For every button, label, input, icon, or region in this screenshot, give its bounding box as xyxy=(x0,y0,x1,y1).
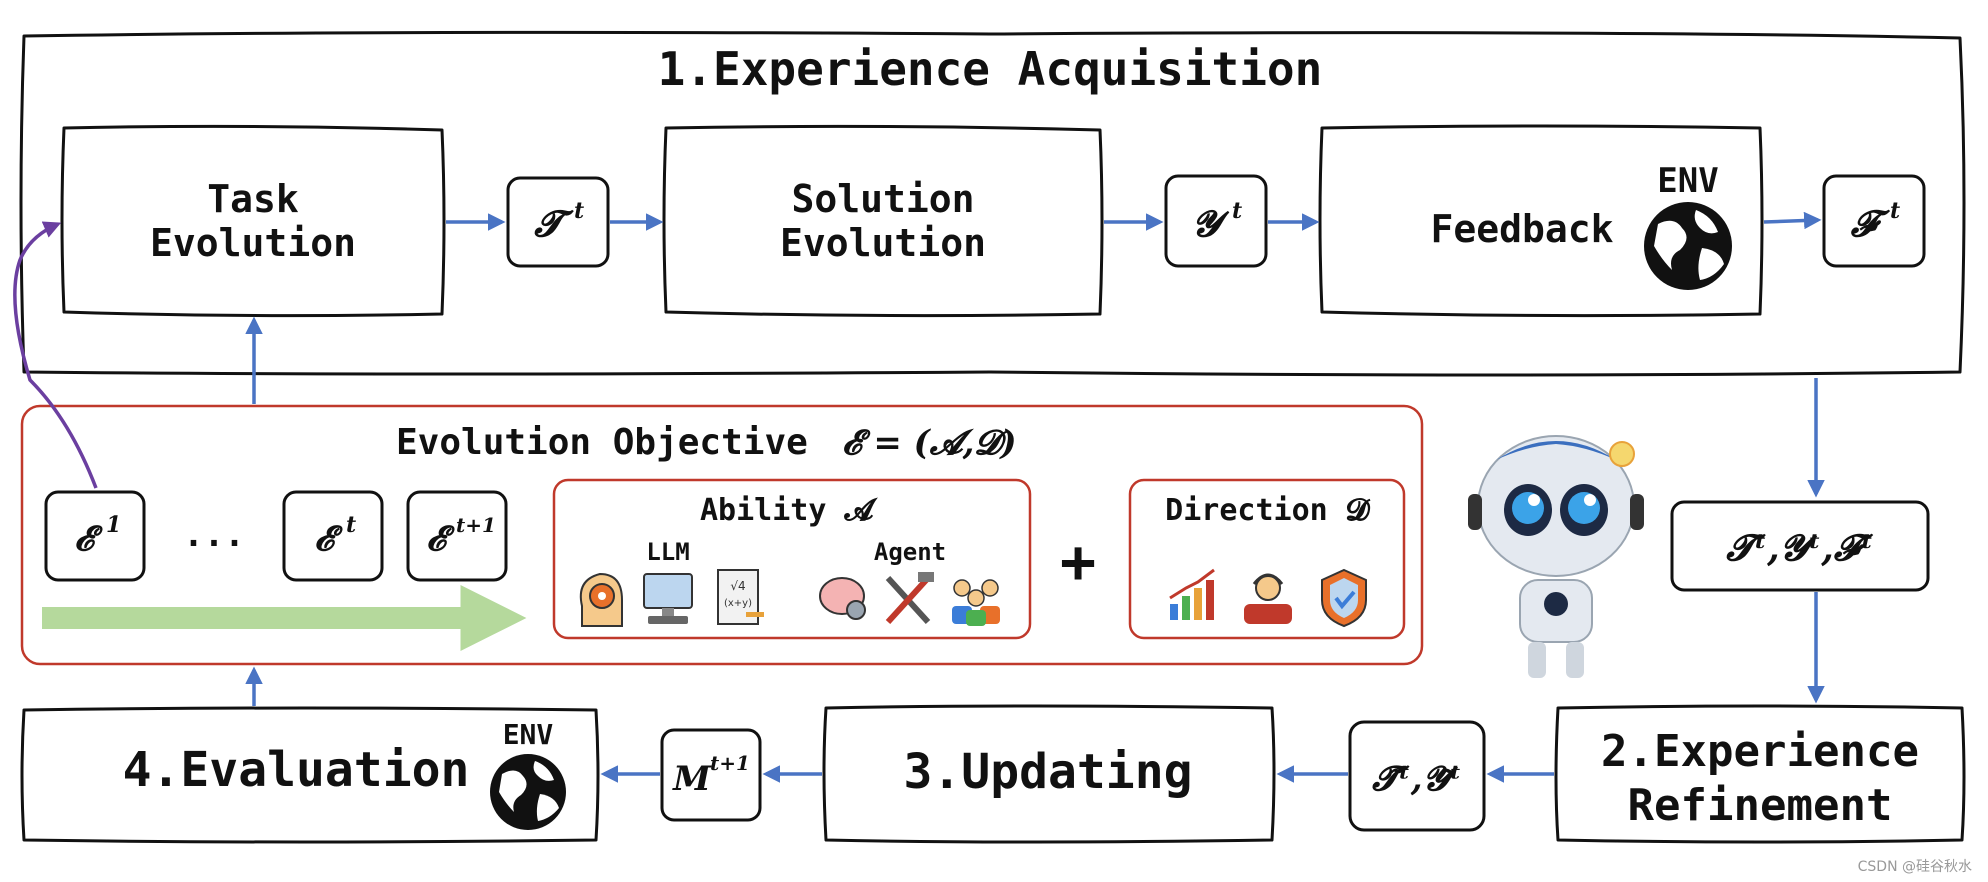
experience-refinement-box: 2.Experience Refinement xyxy=(1554,704,1966,844)
task-evolution-line2: Evolution xyxy=(150,221,356,265)
model-sup: t+1 xyxy=(710,751,750,775)
gear-head-icon xyxy=(579,572,623,627)
et-sup: t xyxy=(346,512,356,538)
svg-text:(x+y): (x+y) xyxy=(724,598,752,609)
evaluation-box: 4.Evaluation ENV xyxy=(20,706,600,844)
globe-icon xyxy=(1644,202,1732,290)
shield-check-icon xyxy=(1321,568,1367,628)
objective-formula: 𝓔 = (𝓐,𝓓) xyxy=(842,423,1017,463)
evaluation-title: 4.Evaluation xyxy=(123,742,470,798)
arrow-feedback-to-f xyxy=(1763,211,1822,230)
e1-sup: 1 xyxy=(106,512,121,538)
refinement-line2: Refinement xyxy=(1628,780,1893,831)
objective-title: Evolution Objective xyxy=(396,422,808,463)
et1-sup: t+1 xyxy=(456,513,496,537)
support-agent-icon xyxy=(1244,573,1292,624)
tools-icon xyxy=(885,572,934,625)
feedback-set-node: 𝓕 t xyxy=(1822,174,1926,268)
solution-evolution-line2: Evolution xyxy=(780,221,986,265)
objective-et-node: 𝓔 t xyxy=(282,490,384,582)
solution-set-node: 𝓨 t xyxy=(1164,174,1268,268)
triple-label: 𝓣ᵗ,𝓨ᵗ,𝓕ᵗ xyxy=(1726,527,1874,569)
watermark: CSDN @硅谷秋水 xyxy=(1857,859,1972,875)
feedback-env-label: ENV xyxy=(1657,161,1718,201)
solution-evolution-box: Solution Evolution xyxy=(662,124,1104,318)
brain-gear-icon xyxy=(819,577,866,620)
model-node: M t+1 xyxy=(660,728,762,822)
objective-e1-node: 𝓔 1 xyxy=(44,490,146,582)
objective-et1-node: 𝓔 t+1 xyxy=(406,490,508,582)
triple-node: 𝓣ᵗ,𝓨ᵗ,𝓕ᵗ xyxy=(1670,500,1930,592)
team-icon xyxy=(952,579,1000,626)
updating-box: 3.Updating xyxy=(822,704,1276,844)
growth-chart-icon xyxy=(1169,568,1215,620)
svg-text:√4: √4 xyxy=(730,579,745,593)
task-set-node: 𝓣 t xyxy=(506,176,610,268)
feedback-set-sup: t xyxy=(1890,198,1900,224)
refined-set-node: 𝓣̃ᵗ,𝓨̃ᵗ xyxy=(1348,720,1486,832)
task-evolution-box: Task Evolution xyxy=(60,124,446,318)
direction-title: Direction 𝓓 xyxy=(1165,493,1371,528)
refinement-line1: 2.Experience xyxy=(1601,726,1919,777)
evaluation-env-label: ENV xyxy=(503,718,554,751)
objective-ellipsis: ... xyxy=(183,515,244,555)
ability-llm-label: LLM xyxy=(646,538,689,566)
math-document-icon: √4 (x+y) xyxy=(717,569,764,625)
refined-set-label: 𝓣̃ᵗ,𝓨̃ᵗ xyxy=(1372,759,1462,799)
globe-icon xyxy=(490,754,566,830)
model-symbol: M xyxy=(672,759,712,799)
plus-sign: + xyxy=(1060,527,1096,597)
robot-mascot-icon xyxy=(1468,435,1644,678)
task-set-sup: t xyxy=(574,198,584,224)
solution-set-sup: t xyxy=(1232,198,1242,224)
arrow-e1-to-task xyxy=(13,221,98,489)
ability-box: Ability 𝓐 LLM Agent √4 (x+y) xyxy=(552,478,1032,640)
computer-icon xyxy=(643,573,693,624)
updating-title: 3.Updating xyxy=(904,744,1193,800)
feedback-label: Feedback xyxy=(1430,207,1613,251)
direction-box: Direction 𝓓 xyxy=(1128,478,1406,640)
experience-acquisition-panel: 1.Experience Acquisition Task Evolution … xyxy=(19,30,1966,377)
ability-title: Ability 𝓐 xyxy=(700,493,878,528)
solution-evolution-line1: Solution xyxy=(791,177,974,221)
acquisition-title: 1.Experience Acquisition xyxy=(658,42,1323,96)
ability-agent-label: Agent xyxy=(874,538,946,566)
feedback-box: Feedback ENV xyxy=(1318,124,1764,318)
task-evolution-line1: Task xyxy=(207,177,299,221)
evolution-objective-panel: Evolution Objective 𝓔 = (𝓐,𝓓) 𝓔 1 ... 𝓔 … xyxy=(20,404,1424,666)
